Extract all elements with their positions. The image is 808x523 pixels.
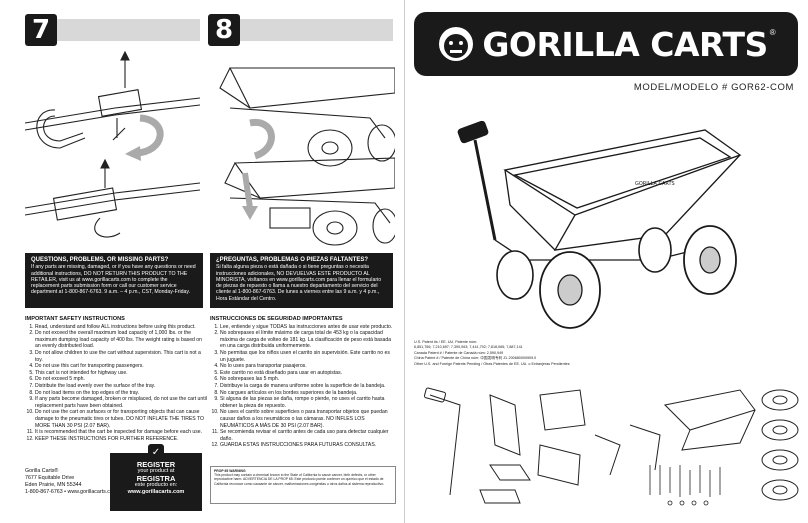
list-item: KEEP THESE INSTRUCTIONS FOR FURTHER REFE… [35,436,207,443]
list-item: Do not use this cart for transporting pa… [35,363,207,370]
list-item: Read, understand and follow ALL instruct… [35,324,207,331]
register-url: www.gorillacarts.com [127,489,185,495]
list-item: No sobrepases las 5 mph. [220,376,396,383]
list-item: No lo uses para transportar pasajeros. [220,363,396,370]
step-7-number: 7 [25,14,57,46]
register-title: REGISTER [136,460,176,469]
help-title: QUESTIONS, PROBLEMS, OR MISSING PARTS? [31,257,169,263]
brand-name: GORILLA CARTS [482,24,768,64]
step-8-number: 8 [208,14,240,46]
company-address: Gorilla Carts® 7677 Equitable Drive Eden… [25,468,117,496]
patent-info: U.S. Patent #s / EE. UU. Patente núm: 6,… [414,340,714,367]
safety-title-es: INSTRUCCIONES DE SEGURIDAD IMPORTANTES [210,316,343,322]
parts-illustration [423,387,799,506]
register-subtitle-es: este producto en: [134,482,178,488]
svg-text:GORILLA CARTS: GORILLA CARTS [635,181,675,187]
list-item: GUARDA ESTAS INSTRUCCIONES PARA FUTURAS … [220,442,396,449]
list-item: No sobrepases el límite máximo de carga … [220,330,396,350]
help-box-english: QUESTIONS, PROBLEMS, OR MISSING PARTS? I… [25,253,203,308]
address-line: 7677 Equitable Drive [25,475,75,481]
step-7-header: 7 [25,14,200,46]
safety-list: Read, understand and follow ALL instruct… [25,324,207,443]
safety-list-es: Lee, entiende y sigue TODAS las instrucc… [210,324,396,449]
safety-instructions-english: IMPORTANT SAFETY INSTRUCTIONS Read, unde… [25,316,207,442]
list-item: Distribuye la carga de manera uniforme s… [220,383,396,390]
step-7-bar [57,19,200,41]
list-item: Do not use the cart on surfaces or for t… [35,409,207,429]
model-number: MODEL/MODELO # GOR62-COM [633,82,794,93]
list-item: Do not allow children to use the cart wi… [35,350,207,363]
fold-divider [404,0,405,523]
patent-line: U.S. Patent #s / EE. UU. Patente núm: [414,340,478,344]
list-item: No cargues artículos en los bordes super… [220,390,396,397]
list-item: Distribute the load evenly over the surf… [35,383,207,390]
patent-line: Canada Patent # / Patente de Canadá núm:… [414,350,504,355]
warning-body: This product may contain a chemical know… [214,473,385,486]
step-8-bar [240,19,393,41]
patent-line: 6,851,756; 7,210,697; 7,390,063; 7,441,7… [414,345,523,350]
checkmark-shield-icon: ✓ [148,444,164,460]
list-item: Lee, entiende y sigue TODAS las instrucc… [220,324,396,331]
gorilla-head-icon [439,27,474,61]
brand-registered-mark: ® [769,27,776,37]
step-7-illustration [25,50,200,238]
list-item: Do not load items on the top edges of th… [35,390,207,397]
list-item: Se recomienda revisar el carrito antes d… [220,429,396,442]
patent-line: Other U.S. and Foreign Patents Pending /… [414,361,570,366]
cart-illustration: GORILLA CARTS [457,120,742,329]
prop65-warning: PROP 65 WARNING This product may contain… [210,466,396,504]
register-title-es: REGISTRA [136,474,176,483]
list-item: Do not exceed 5 mph. [35,376,207,383]
brand-logo-bar: GORILLA CARTS ® [414,12,798,76]
list-item: No uses el carrito sobre superficies o p… [220,409,396,429]
help-body-es: Si falta alguna pieza o está dañada o si… [216,264,382,302]
address-line: 1-800-867-6763 • www.gorillacarts.com [25,489,118,495]
help-body: If any parts are missing, damaged, or if… [31,264,196,296]
patent-line: China Patent # / Patente de China núm: 中… [414,356,537,361]
step-8-illustration [219,67,395,246]
list-item: No permitas que los niños usen el carrit… [220,350,396,363]
register-subtitle: your product at [137,468,175,474]
list-item: Si alguna de las piezas se daña, rompe o… [220,396,396,409]
address-line: Eden Prairie, MN 55344 [25,482,82,488]
help-title-es: ¿PREGUNTAS, PROBLEMAS O PIEZAS FALTANTES… [216,257,369,263]
warning-title: PROP 65 WARNING [214,469,246,473]
safety-instructions-spanish: INSTRUCCIONES DE SEGURIDAD IMPORTANTES L… [210,316,396,449]
list-item: Este carrito no está diseñado para usar … [220,370,396,377]
list-item: If any parts become damaged, broken or m… [35,396,207,409]
step-8-header: 8 [208,14,393,46]
list-item: This cart is not intended for highway us… [35,370,207,377]
address-line: Gorilla Carts® [25,468,59,474]
list-item: Do not exceed the overall maximum load c… [35,330,207,350]
list-item: It is recommended that the cart be inspe… [35,429,207,436]
register-box: ✓ REGISTER your product at REGISTRA este… [110,444,202,511]
safety-title: IMPORTANT SAFETY INSTRUCTIONS [25,316,125,322]
help-box-spanish: ¿PREGUNTAS, PROBLEMAS O PIEZAS FALTANTES… [210,253,393,308]
